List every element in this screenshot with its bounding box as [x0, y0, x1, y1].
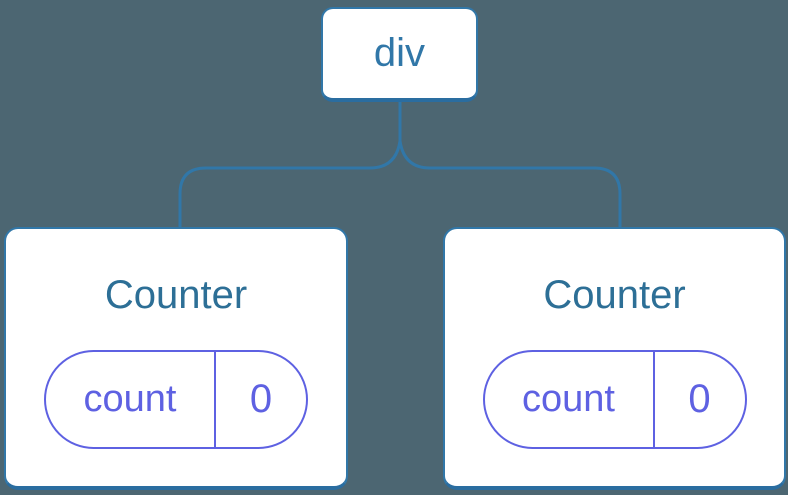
state-pill-right-key: count [522, 378, 615, 420]
state-pill-right-value: 0 [652, 352, 745, 447]
counter-card-left: Counter count 0 [4, 227, 348, 490]
counter-card-right-title: Counter [543, 273, 686, 317]
root-node-div: div [321, 7, 478, 102]
state-pill-left-value: 0 [214, 352, 306, 447]
counter-card-left-title: Counter [104, 273, 248, 317]
state-pill-left: count 0 [44, 350, 308, 449]
state-pill-left-key: count [83, 378, 177, 420]
connector-branches [178, 140, 622, 231]
state-pill-right: count 0 [482, 350, 747, 449]
counter-card-right: Counter count 0 [443, 227, 786, 490]
root-node-label: div [373, 31, 426, 75]
